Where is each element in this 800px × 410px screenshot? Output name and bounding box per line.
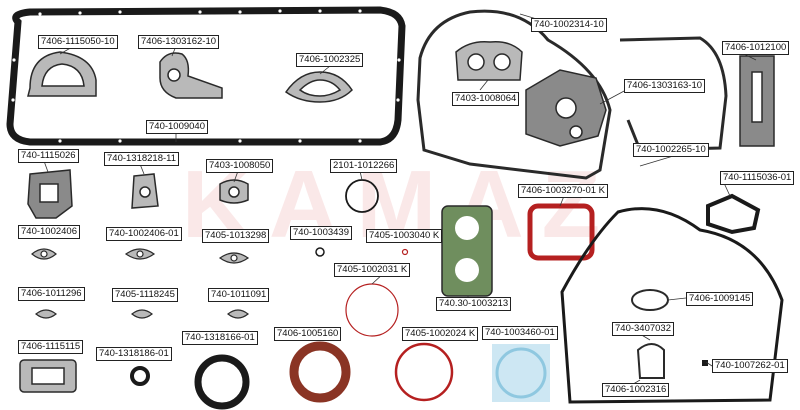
gasket-p03: [284, 71, 353, 103]
label-p33: 740-1003460-01: [482, 326, 558, 340]
label-p18: 7405-1013298: [202, 229, 270, 243]
gasket-p22: [345, 283, 399, 337]
gasket-p34: [702, 360, 708, 366]
gasket-p12: [219, 179, 249, 204]
label-p14: 7406-1003270-01 K: [518, 184, 608, 198]
gasket-p17: [124, 248, 156, 260]
gasket-p28: [19, 359, 77, 393]
gasket-p24: [35, 309, 57, 319]
gasket-p33: [492, 344, 550, 402]
label-p02: 7406-1303162-10: [138, 35, 220, 49]
label-p29: 740-1318186-01: [96, 347, 172, 361]
gasket-p25: [131, 309, 153, 319]
label-p34: 740-1007262-01: [712, 359, 788, 373]
label-p22: 7405-1002031 K: [334, 263, 411, 277]
label-p32: 7405-1002024 K: [402, 327, 479, 341]
label-p25: 7405-1118245: [112, 288, 178, 302]
label-p03: 7406-1002325: [296, 53, 364, 67]
gasket-p29: [130, 366, 150, 386]
gasket-p16: [31, 248, 57, 260]
label-p11: 740-1318218-11: [104, 152, 180, 166]
gasket-p06: [455, 40, 523, 81]
label-p24: 7406-1011296: [18, 287, 85, 301]
label-p27: 740-3407032: [612, 322, 674, 336]
label-p07: 7406-1303163-10: [624, 79, 706, 93]
gasket-p14: [527, 203, 595, 261]
label-p13: 2101-1012266: [330, 159, 398, 173]
label-p20: 7405-1003040 K: [366, 229, 443, 243]
gasket-p31: [289, 341, 351, 403]
label-p05: 740-1002314-10: [531, 18, 607, 32]
gasket-p19: [315, 247, 325, 257]
gasket-p32: [394, 342, 454, 402]
label-p35: 7406-1002316: [602, 383, 670, 397]
label-p30: 740-1318166-01: [182, 331, 258, 345]
label-p08: 7406-1012100: [722, 41, 790, 55]
gasket-p21: [441, 205, 493, 297]
gasket-p08: [739, 55, 775, 147]
label-p17: 740-1002406-01: [106, 227, 182, 241]
gasket-p10: [27, 169, 73, 219]
label-p04: 740-1009040: [146, 120, 208, 134]
label-p10: 740-1115026: [18, 149, 79, 163]
gasket-p15: [706, 193, 761, 235]
gasket-p26: [227, 309, 249, 319]
label-p31: 7406-1005160: [274, 327, 342, 341]
label-p01: 7406-1115050-10: [38, 35, 118, 49]
label-p28: 7406-1115115: [18, 340, 84, 354]
label-p19: 740-1003439: [290, 226, 352, 240]
gasket-p18: [218, 252, 250, 264]
label-p23: 7406-1009145: [686, 292, 754, 306]
label-p09: 740-1002265-10: [633, 143, 709, 157]
gasket-p30: [194, 354, 250, 410]
label-p15: 740-1115036-01: [720, 171, 795, 185]
gasket-p11: [131, 173, 159, 209]
upper-right-frame: [619, 36, 728, 152]
label-p26: 740-1011091: [208, 288, 270, 302]
gasket-p02: [159, 52, 223, 99]
gasket-p27: [636, 343, 665, 379]
gasket-p07: [525, 69, 607, 147]
label-p16: 740-1002406: [18, 225, 80, 239]
gasket-p35: [560, 207, 784, 404]
label-p06: 7403-1008064: [452, 92, 520, 106]
label-p21: 740.30-1003213: [436, 297, 512, 311]
gasket-p23: [631, 289, 669, 311]
oil-pan-gasket: [6, 6, 406, 146]
gasket-p13: [345, 179, 379, 213]
gasket-p01: [27, 51, 97, 97]
gasket-p20: [401, 248, 409, 256]
label-p12: 7403-1008050: [206, 159, 274, 173]
